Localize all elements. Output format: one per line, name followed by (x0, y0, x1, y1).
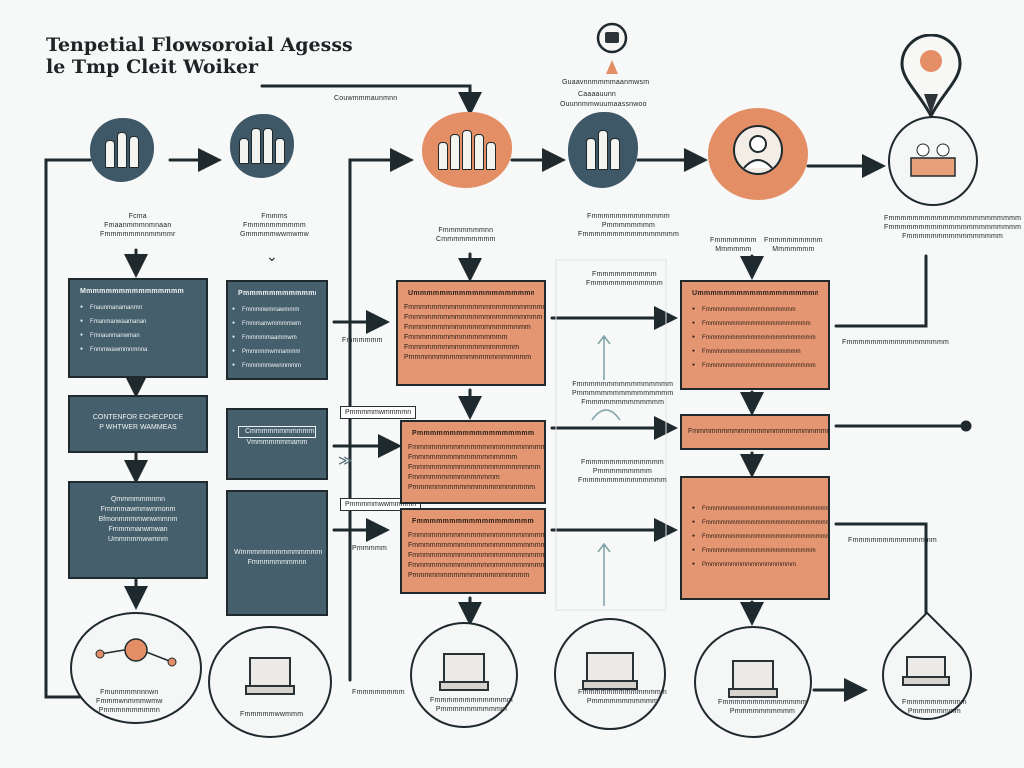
col1-list-box: Mmmmmmmmmmmmmmmm Fnaunmanamanmn Fmanmanw… (68, 278, 208, 378)
desk-icon (245, 657, 295, 695)
location-pin-icon (595, 22, 629, 81)
workstation-icon (728, 660, 778, 698)
col2-detail-box: Wmmmmmmmmmmmmmm Fmmmmmmmmnn (226, 490, 328, 616)
col2-list-box: Pmmmmmmmmmmmmmm Fmmmnwmnawmmm Fmmmanwmmm… (226, 280, 328, 380)
list-item: Fmnaunmanwman (80, 329, 206, 343)
col6-side-label-2: Fmmmmmmmmmmmmmm (848, 537, 937, 544)
team-group-icon (230, 114, 294, 178)
list-item: Fnmmwawmmnmnna (80, 343, 206, 357)
col1-list-head: Mmmmmmmmmmmmmmmm (80, 288, 184, 295)
col3-box-1: Ummmmmmmmmmmmmmmmmmmmmmmmmmm Fmmmmmmmmmm… (396, 280, 546, 386)
list-item: Pmmnmmwmnammm (232, 345, 326, 359)
network-circle (70, 612, 202, 724)
col2-end-caption: Fmmmmmwwmmm (240, 711, 304, 718)
side-label-2: Pmmmmm (352, 545, 388, 552)
connector-col6-lower (834, 522, 928, 618)
list-item: Fmmmmmwwnnmmm (232, 359, 326, 373)
col1-title-line-2: P WHTWER WAMMEAS (99, 424, 177, 431)
col1-detail-box: Qmmmmmmnmn Fmnmmawmmwnmonm Bfmonmmmmwnwm… (68, 481, 208, 579)
office-circle (554, 618, 666, 730)
register-icon (439, 653, 489, 691)
top-label-1: Couwmmmaunmnn (334, 95, 398, 102)
col5-box-1: Ummmmmmmmmmmmmmmmmmmmmm Fmmmmmmmmmmmmmmm… (680, 280, 830, 390)
title-line-1: Tenpetial Flowsoroial Agesss (46, 34, 353, 56)
col6-side-label-1: Fmmmmmmmmmmmmmmmmm (842, 339, 950, 346)
office-icon (582, 652, 638, 690)
mid-tag-1: Pmmmmmwmmmmn (340, 406, 417, 419)
down-chevron-icon: ⌄ (266, 248, 278, 264)
up-arrow-col4-b (597, 542, 611, 606)
col3-box-2: Pmmmmmmmmmmmmmmmmmmmmmmmm Fmmmmmmmmmmmmm… (400, 420, 546, 504)
top-label-2: Guaavnnmmmmaanmwsm (562, 79, 650, 86)
top-label-4: Ouunnmmwuumaassnwoo (560, 101, 647, 108)
workspace-circle-icon (888, 116, 978, 206)
col5-box-2: Fmmmmmmmmmmmmmmmmmmmmmmmmmm Fmmmmmmmmmmm… (680, 476, 830, 600)
list-item: Fmmmmmmmmmmmmmmmmmmmmmm (692, 359, 828, 373)
advisor-portrait-icon (708, 108, 808, 200)
list-item: Fmmmmmmmmmmmmmmmmmmmmmmmmmm (692, 530, 828, 544)
map-pin-icon (900, 33, 962, 123)
network-icon (95, 638, 177, 667)
col1-title-line-1: CONTENFOR ECHECPDCE (92, 414, 184, 421)
list-item: Fmmmnwmnawmmm (232, 303, 326, 317)
list-item: Fmmmmmmmmmmmmmmmmmmmmm (692, 317, 828, 331)
list-item: Fmmmanwmmmmwm (232, 317, 326, 331)
up-arrow-col4-a (597, 334, 611, 380)
connector-col6 (834, 254, 928, 328)
curve-col4 (591, 409, 621, 421)
pair-people-icon (568, 112, 638, 188)
col2-title-box: Cmmmmmmmmmmm Vmmmmmmmamm (226, 408, 328, 480)
list-item: Pmmmmmmmmmmmmmmmmmm (692, 558, 828, 572)
diagram-title: Tenpetial Flowsoroial Agesss le Tmp Clei… (46, 34, 353, 78)
list-item: Fmmmmmmmmmmmmmmmmmmmmmm (692, 544, 828, 558)
list-item: Fmmmmmmmmmmmmmmmmmmm (692, 345, 828, 359)
list-item: Fmmmmmaammwm (232, 331, 326, 345)
col5-bar: Fmmmmmmmmmmmmmmmmmmmmmmmmmmmmmm (680, 414, 830, 450)
side-label-1: Fmmmmmm (342, 337, 383, 344)
side-label-3: Fmmmmmmmm (352, 689, 405, 696)
worker-crowd-icon (422, 112, 512, 188)
col1-title-box: CONTENFOR ECHECPDCE P WHTWER WAMMEAS (68, 395, 208, 453)
double-chevron-icon: ≫ (338, 452, 353, 468)
col3-box-3: Fmmmmmmmmmmmmmmmmmmmmmmmmmmmm Fmmmmmmmmm… (400, 508, 546, 594)
list-item: Fnaunmanamanmn (80, 301, 206, 315)
list-item: Fmanmanwaamanan (80, 315, 206, 329)
list-item: Fmmmmmmmmmmmmmmmmmmmmmmmmmm (692, 502, 828, 516)
top-label-3: Caaaauunn (578, 91, 616, 98)
title-line-2: le Tmp Cleit Woiker (46, 56, 259, 78)
desk-circle (208, 626, 332, 738)
workstation-circle (694, 626, 812, 738)
loop-connector-left (44, 158, 92, 699)
list-item: Fmmmmmmmmmmmmmmmmmm (692, 303, 828, 317)
top-connector (260, 84, 482, 116)
desk-setup-icon (902, 656, 950, 686)
client-group-icon (90, 118, 154, 182)
list-item: Fmmmmmmmmmmmmmmmmmmmmmm (692, 331, 828, 345)
register-circle (410, 622, 518, 728)
list-item: Fmmmmmmmmmmmmmmmmmmmmmmmmmm (692, 516, 828, 530)
